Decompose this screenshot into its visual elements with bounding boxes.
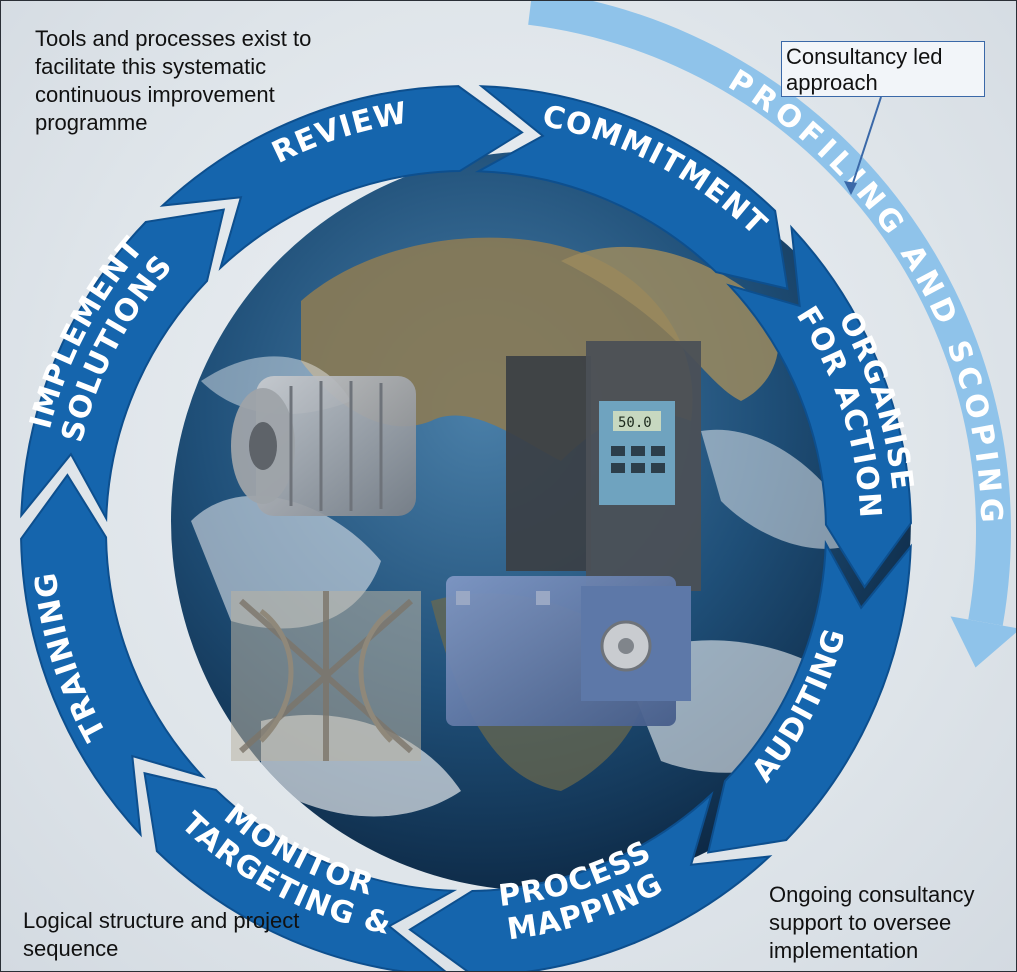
note-logical-structure: Logical structure and project sequence	[23, 908, 300, 961]
callout-leader-arrow	[844, 96, 882, 195]
note-ongoing-support: Ongoing consultancy support to oversee i…	[769, 882, 975, 963]
variable-speed-drive-image: 50.0	[506, 341, 701, 591]
fan-impeller-image	[231, 591, 421, 761]
gearbox-image	[446, 576, 691, 726]
callout-consultancy-led: Consultancy led approach	[781, 41, 985, 97]
electric-motor-image	[231, 376, 416, 516]
drive-display-readout: 50.0	[618, 415, 652, 431]
note-tools-and-processes: Tools and processes exist to facilitate …	[35, 26, 312, 135]
profiling-arrowhead	[950, 616, 1016, 668]
